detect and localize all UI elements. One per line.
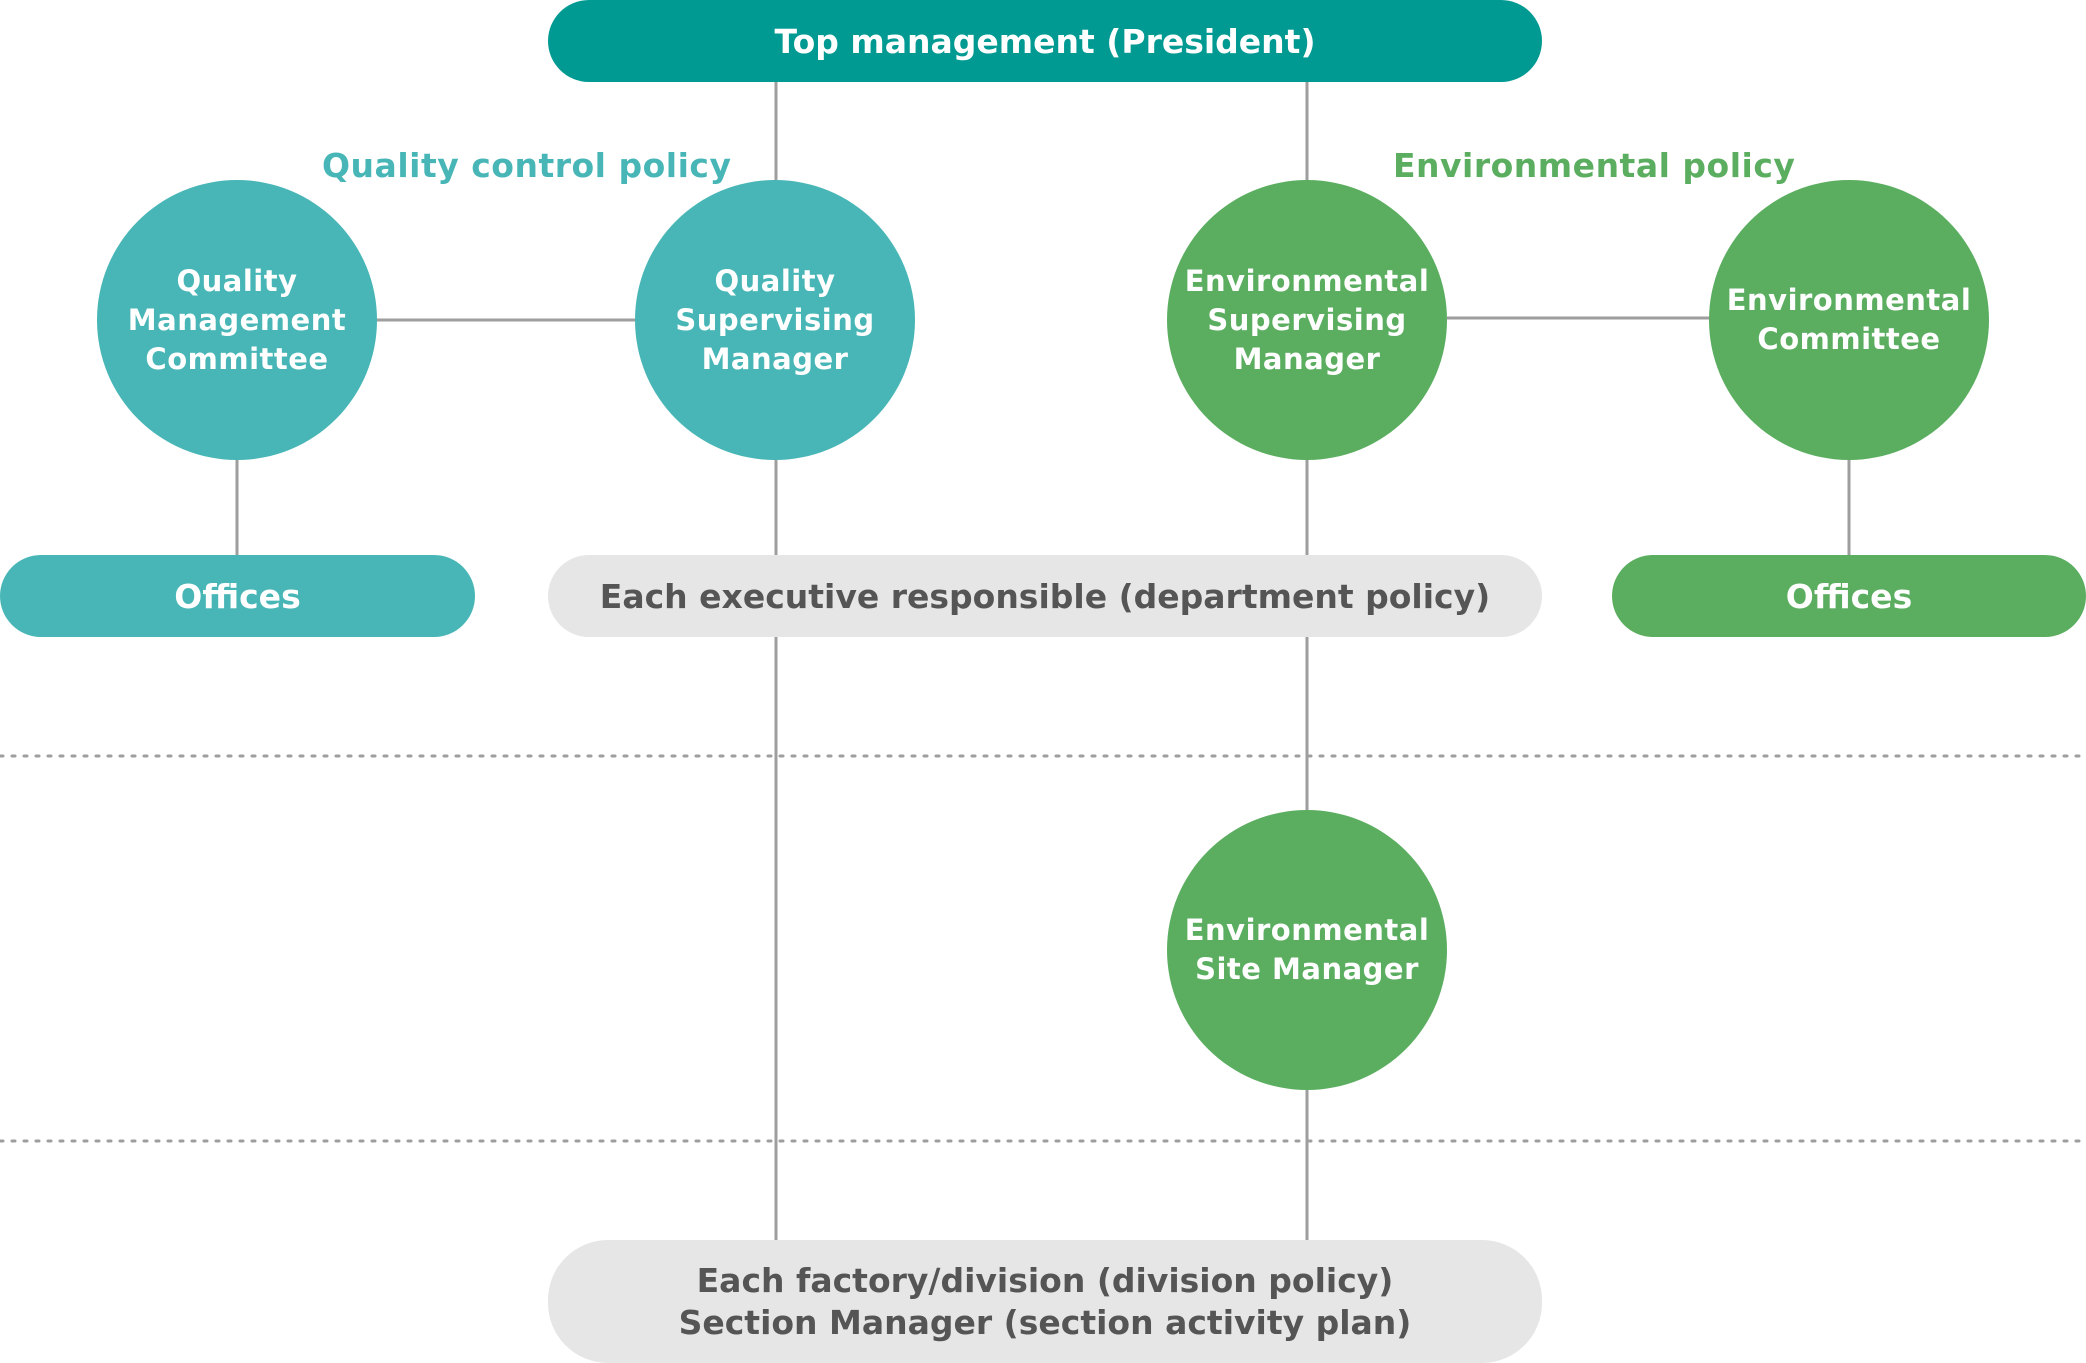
executive-responsible-box: Each executive responsible (department p… xyxy=(548,555,1542,637)
quality-management-committee-node: Quality Management Committee xyxy=(97,180,377,460)
environmental-offices-box: Offices xyxy=(1612,555,2086,637)
top-management-label: Top management (President) xyxy=(774,21,1316,61)
quality-committee-line-3: Committee xyxy=(145,341,329,376)
quality-supervisor-line-2: Supervising xyxy=(675,302,875,337)
site-manager-line-2: Site Manager xyxy=(1195,952,1419,986)
quality-committee-line-2: Management xyxy=(127,302,347,337)
quality-supervisor-line-1: Quality xyxy=(714,263,836,298)
environmental-policy-label: Environmental policy xyxy=(1393,146,1796,185)
environmental-supervisor-line-3: Manager xyxy=(1233,341,1381,376)
executive-responsible-label: Each executive responsible (department p… xyxy=(599,576,1491,616)
environmental-committee-line-2: Committee xyxy=(1757,322,1941,356)
quality-supervisor-line-3: Manager xyxy=(701,341,849,376)
quality-offices-label: Offices xyxy=(174,576,301,616)
quality-offices-box: Offices xyxy=(0,555,475,637)
environmental-supervisor-line-1: Environmental xyxy=(1184,263,1430,298)
environmental-offices-label: Offices xyxy=(1785,576,1913,616)
factory-division-box: Each factory/division (division policy) … xyxy=(548,1240,1542,1363)
quality-policy-label: Quality control policy xyxy=(322,146,732,185)
factory-division-line-2: Section Manager (section activity plan) xyxy=(678,1302,1412,1342)
environmental-supervisor-line-2: Supervising xyxy=(1207,302,1407,337)
environmental-committee-node: Environmental Committee xyxy=(1709,180,1989,460)
site-manager-line-1: Environmental xyxy=(1184,913,1430,947)
environmental-supervising-manager-node: Environmental Supervising Manager xyxy=(1167,180,1447,460)
environmental-site-manager-node: Environmental Site Manager xyxy=(1167,810,1447,1090)
quality-supervising-manager-node: Quality Supervising Manager xyxy=(635,180,915,460)
factory-division-line-1: Each factory/division (division policy) xyxy=(696,1260,1394,1300)
quality-committee-line-1: Quality xyxy=(176,263,298,298)
environmental-committee-line-1: Environmental xyxy=(1726,283,1972,317)
top-management-box: Top management (President) xyxy=(548,0,1542,82)
